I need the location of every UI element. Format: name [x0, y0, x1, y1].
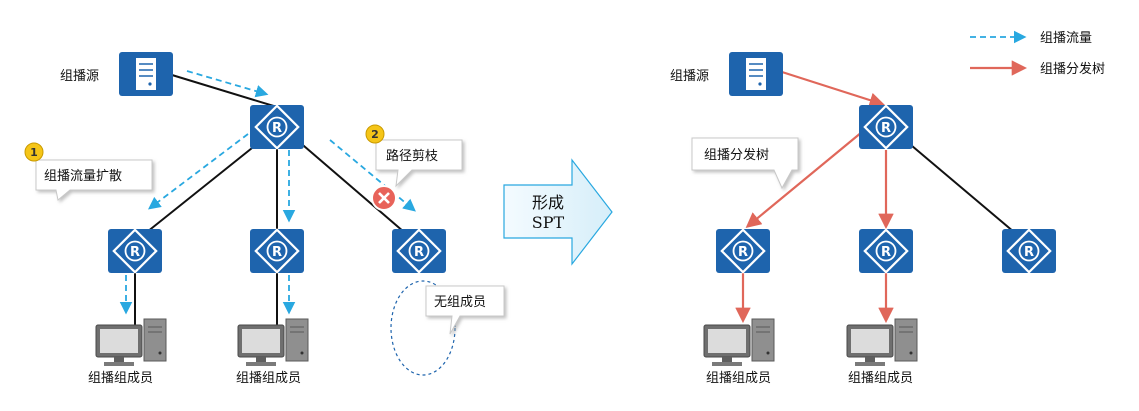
- callout-flood: [35, 159, 153, 201]
- left-source-label: 组播源: [60, 69, 99, 84]
- callout-tree-text: 组播分发树: [704, 147, 769, 163]
- callout-flood-text: 组播流量扩散: [44, 169, 122, 184]
- router-c: [390, 227, 448, 275]
- right-panel: 组播源 组播组成员 组播组成员 组播分发树: [670, 51, 1058, 386]
- right-link-core-to-router-c: [904, 139, 1015, 233]
- group-member-pc-a: [95, 318, 167, 367]
- no-member-area: [390, 280, 456, 376]
- right-router-b: [857, 227, 915, 275]
- distribution-tree-arrows: [735, 70, 894, 324]
- tree-arrow-source: [781, 70, 885, 108]
- link-source-to-core: [171, 74, 278, 108]
- router-b: [248, 227, 306, 275]
- link-core-to-router-c: [296, 139, 405, 233]
- flow-arrow-to-c: [329, 139, 416, 212]
- callout-prune: [375, 139, 463, 188]
- right-multicast-source-server: [728, 51, 784, 97]
- svg-text:1: 1: [30, 146, 38, 159]
- router-core: [248, 103, 306, 151]
- flow-arrow-to-a: [147, 133, 249, 210]
- left-panel: 组播源 组播组成员 组播组成员 组播流量扩散 1 路径剪枝: [24, 51, 505, 386]
- right-source-label: 组播源: [670, 69, 709, 84]
- flow-arrow-source: [186, 70, 269, 98]
- right-router-core: [857, 103, 915, 151]
- callout-no-member: [425, 285, 505, 335]
- group-member-pc-b: [237, 318, 309, 367]
- legend: 组播流量 组播分发树: [970, 30, 1105, 77]
- right-router-c: [1000, 227, 1058, 275]
- router-a: [106, 227, 164, 275]
- legend-flow-label: 组播流量: [1040, 31, 1092, 46]
- badge-step-2: 2: [365, 124, 385, 144]
- member-label-b: 组播组成员: [236, 371, 301, 386]
- multicast-source-server: [118, 51, 174, 97]
- callout-no-member-text: 无组成员: [434, 295, 486, 310]
- member-label-a: 组播组成员: [88, 371, 153, 386]
- right-router-a: [714, 227, 772, 275]
- right-group-member-pc-b: [846, 318, 918, 367]
- arrow-label-line2: SPT: [532, 213, 565, 232]
- right-group-member-pc-a: [703, 318, 775, 367]
- callout-tree: [691, 137, 799, 190]
- svg-text:2: 2: [371, 128, 379, 141]
- form-spt-arrow: [503, 158, 613, 266]
- multicast-flow-arrows: [119, 70, 416, 315]
- right-member-label-a: 组播组成员: [706, 371, 771, 386]
- legend-tree-label: 组播分发树: [1040, 61, 1105, 77]
- link-core-to-router-a: [146, 139, 263, 233]
- tree-arrow-to-a: [745, 131, 863, 228]
- badge-step-1: 1: [24, 142, 44, 162]
- callout-prune-text: 路径剪枝: [386, 148, 438, 164]
- right-member-label-b: 组播组成员: [848, 371, 913, 386]
- prune-cross-icon: [371, 185, 397, 211]
- arrow-label-line1: 形成: [532, 193, 564, 212]
